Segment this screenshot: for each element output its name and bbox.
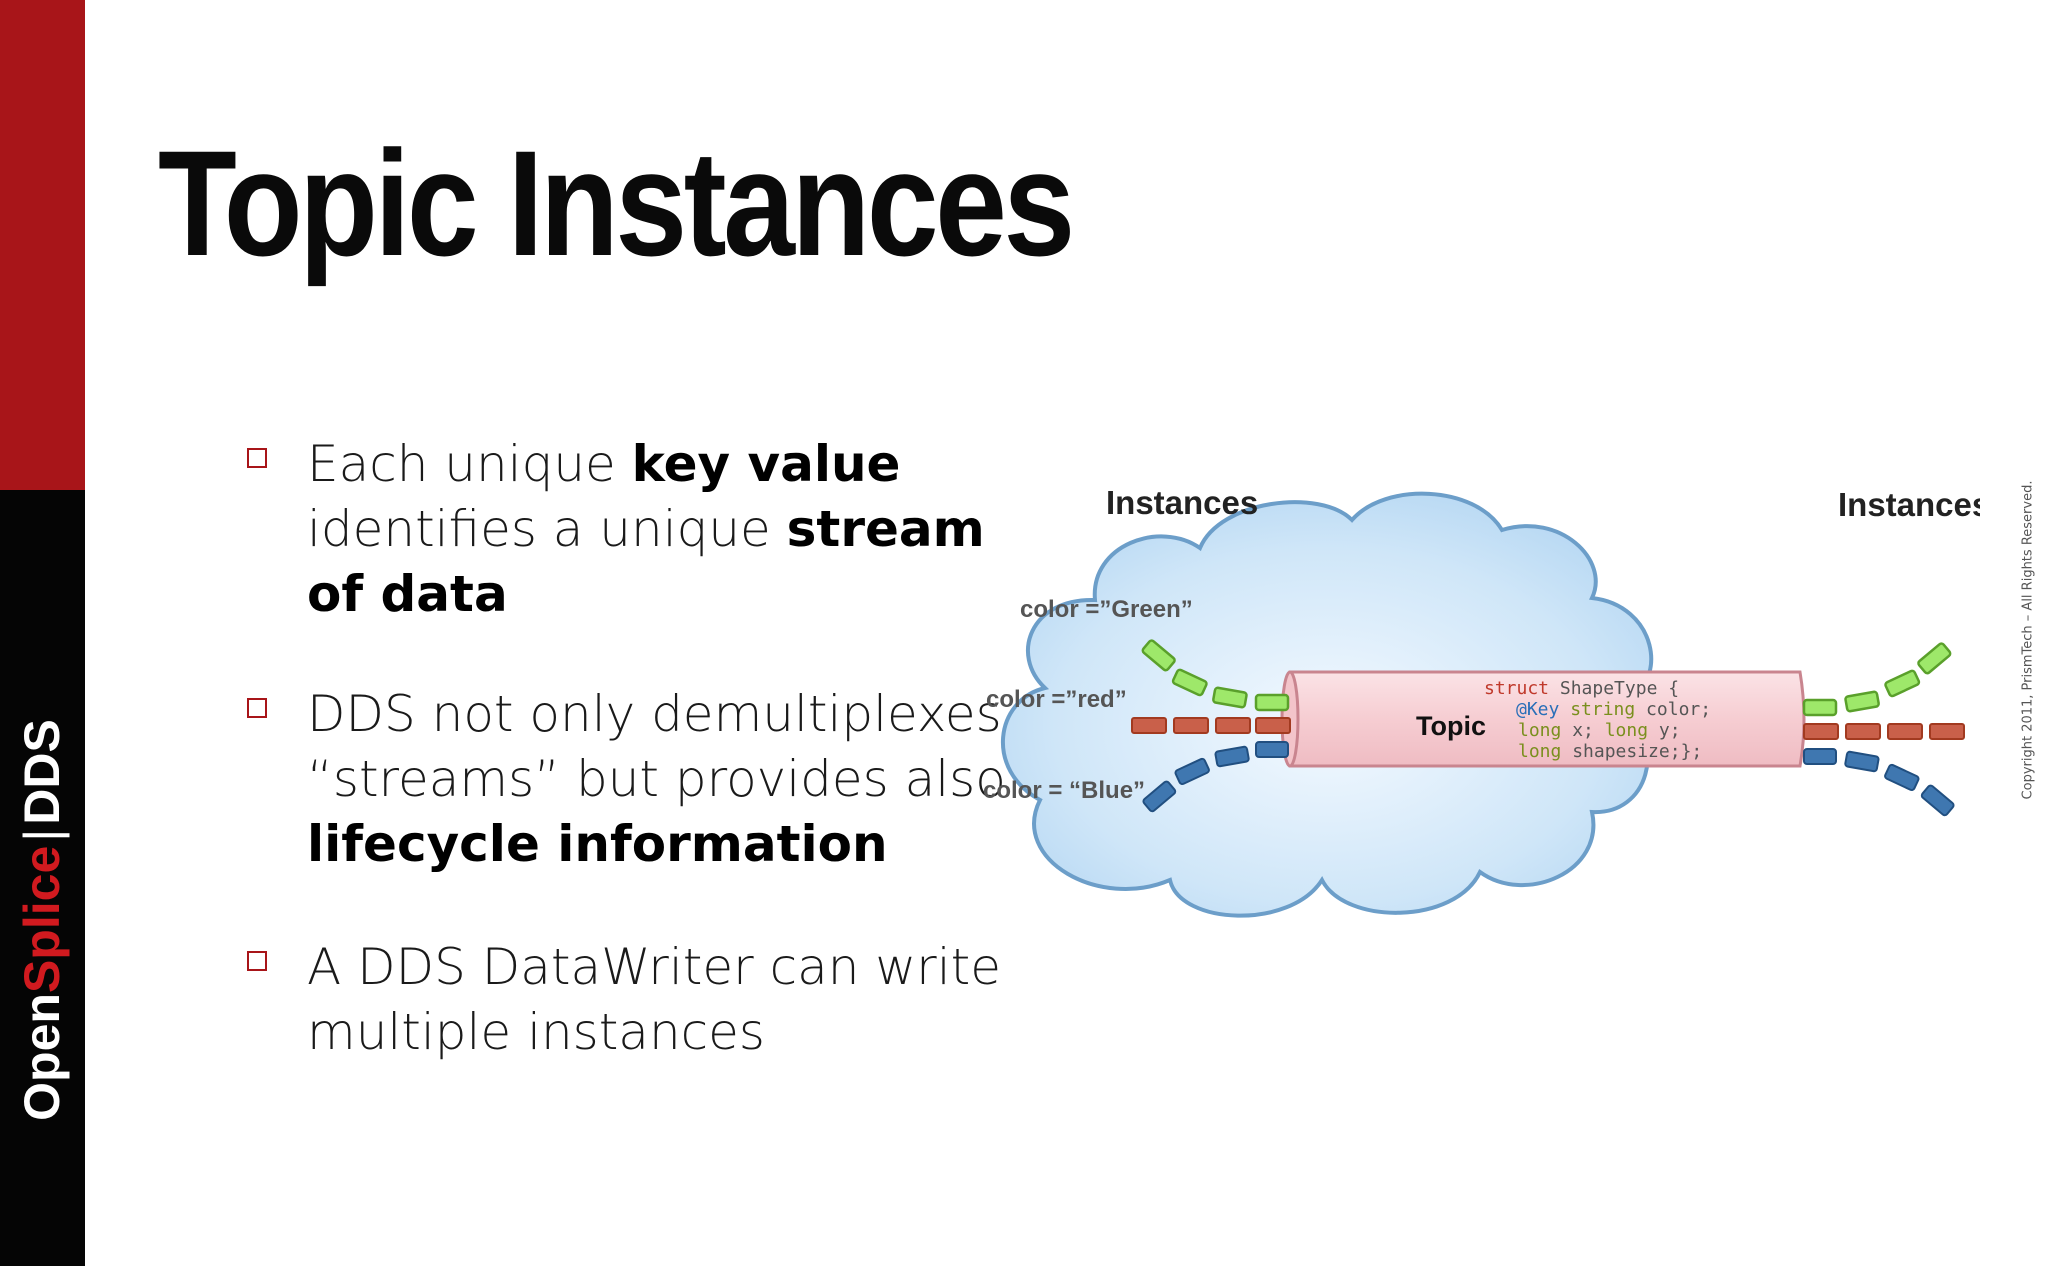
bullet-bold-text: key value [631,435,901,493]
blue-instance-stream-right [1803,748,1955,817]
bullet-text: identifies a unique [307,500,787,558]
color-green-label: color =”Green” [1020,596,1193,623]
bullet-bold-text: lifecycle information [307,815,888,873]
bullet-item-datawriter: A DDS DataWriter can write multiple inst… [245,935,1015,1065]
bullet-text: Each unique [307,435,632,493]
green-instance-stream-right [1802,642,1952,717]
brand-splice: Splice [14,845,70,994]
topic-label: Topic [1416,711,1486,741]
topic-instances-diagram: Instances Instances color =”Green” color… [983,484,1980,918]
bullet-list: Each unique key value identifies a uniqu… [245,432,1015,1065]
checkbox-square-icon [247,698,267,718]
brand-separator: | [14,828,70,842]
color-blue-label: color = “Blue” [983,777,1145,804]
red-instance-stream-right [1803,723,1965,740]
svg-text:long x; long y;: long x; long y; [1518,720,1681,741]
instances-left-label: Instances [1106,484,1258,521]
bullet-bold-text: stream of data [307,500,985,623]
sidebar-red-band [0,0,85,490]
bullet-text: DDS not only demultiplexes “streams” but… [307,685,1006,808]
struct-code: struct ShapeType { @Key string color; lo… [1484,678,1711,762]
copyright-notice: Copyright 2011, PrismTech – All Rights R… [2020,480,2036,800]
blue-instance-stream-left [1142,741,1289,813]
sidebar: OpenSplice | DDS [0,0,85,1266]
bullet-text: A DDS DataWriter can write multiple inst… [307,938,1001,1061]
green-instance-stream-left [1141,639,1290,712]
checkbox-square-icon [247,448,267,468]
color-red-label: color =”red” [986,686,1127,713]
brand-dds: DDS [14,719,70,825]
svg-text:long shapesize;};: long shapesize;}; [1518,741,1702,762]
svg-text:struct ShapeType {: struct ShapeType { [1484,678,1679,699]
instances-right-label: Instances [1838,486,1980,523]
checkbox-square-icon [247,951,267,971]
bullet-item-lifecycle: DDS not only demultiplexes “streams” but… [245,682,1015,877]
red-instance-stream-left [1131,717,1291,734]
bullet-item-key-value: Each unique key value identifies a uniqu… [245,432,1015,627]
brand-logo: OpenSplice | DDS [13,719,71,1121]
svg-text:@Key string color;: @Key string color; [1516,699,1711,720]
sidebar-black-band [0,490,85,1266]
brand-open: Open [14,993,70,1121]
page-title: Topic Instances [158,119,1075,287]
